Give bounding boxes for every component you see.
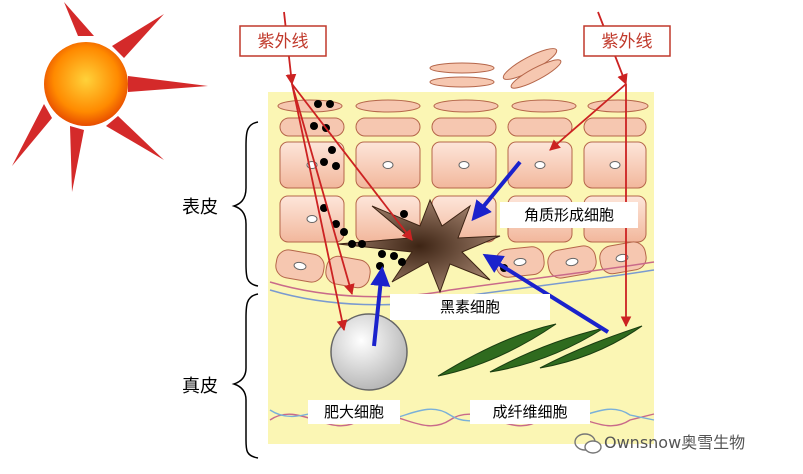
svg-text:Ownsnow奥雪生物: Ownsnow奥雪生物 (604, 433, 745, 452)
keratinocyte-row-1 (279, 141, 647, 189)
uv-label-right: 紫外线 (583, 25, 671, 57)
watermark-left: 大数踏镜 (5, 450, 86, 467)
mast-cell-label: 肥大细胞 (308, 400, 400, 424)
sun-icon (12, 2, 208, 192)
dermis-label: 真皮 (182, 376, 218, 397)
uv-ray-arrows (283, 11, 632, 332)
watermark-right: Ownsnow奥雪生物 (574, 433, 745, 454)
stratum-corneum-flakes (429, 48, 562, 89)
epidermis-brace (231, 121, 259, 287)
svg-text:黑素细胞: 黑素细胞 (440, 298, 500, 316)
svg-text:成纤维细胞: 成纤维细胞 (492, 403, 567, 421)
svg-text:大数踏镜: 大数踏镜 (34, 452, 86, 467)
uv-label-left: 紫外线 (239, 25, 327, 57)
melanocyte-cell (337, 198, 501, 294)
weibo-logo-icon (5, 450, 27, 466)
dermis-brace (231, 293, 259, 459)
epidermis-label: 表皮 (182, 197, 218, 218)
svg-text:紫外线: 紫外线 (258, 32, 309, 52)
melanocyte-label: 黑素细胞 (390, 294, 550, 320)
svg-text:角质形成细胞: 角质形成细胞 (524, 206, 614, 224)
mast-cell (330, 313, 408, 391)
svg-text:肥大细胞: 肥大细胞 (324, 403, 384, 421)
svg-text:紫外线: 紫外线 (602, 32, 653, 52)
keratinocyte-label: 角质形成细胞 (500, 202, 638, 228)
fibroblast-label: 成纤维细胞 (470, 400, 590, 424)
wechat-logo-icon (574, 433, 602, 454)
basal-layer (275, 241, 647, 289)
